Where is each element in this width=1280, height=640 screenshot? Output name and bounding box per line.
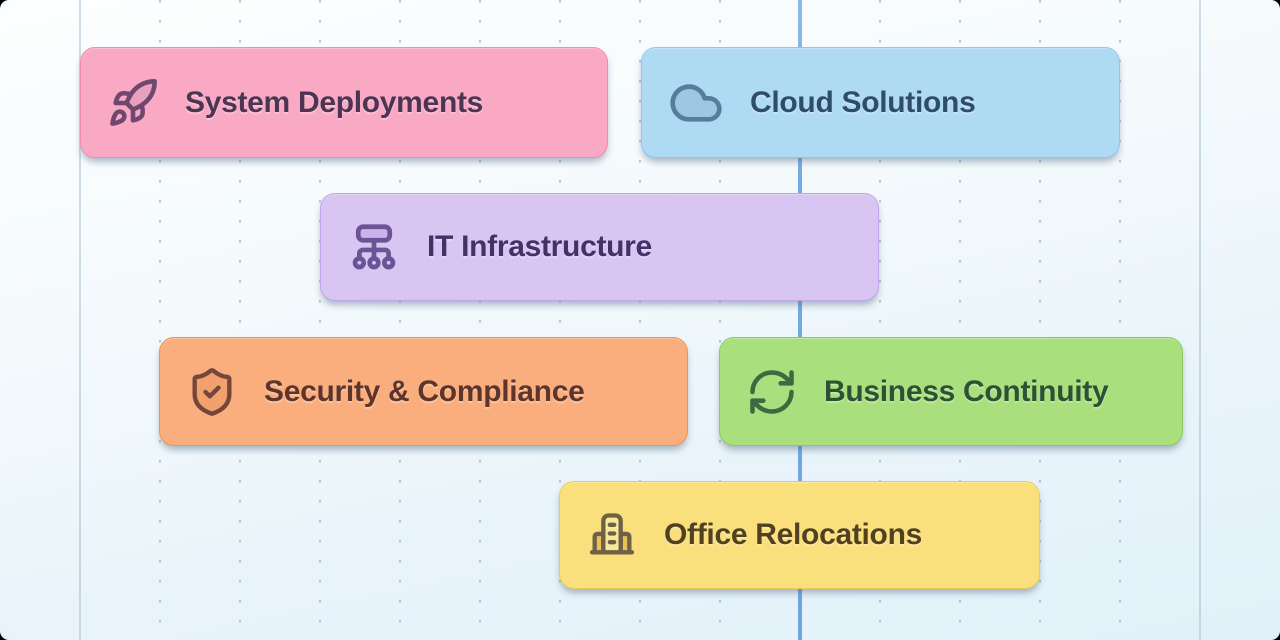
gridline (959, 0, 961, 640)
card-label: Business Continuity (824, 374, 1109, 408)
gridline (479, 0, 481, 640)
gridline (1119, 0, 1121, 640)
card-cloud-solutions[interactable]: Cloud Solutions (641, 47, 1120, 158)
card-it-infrastructure[interactable]: IT Infrastructure (320, 193, 879, 301)
card-office-relocations[interactable]: Office Relocations (559, 481, 1040, 589)
gridline (239, 0, 241, 640)
today-marker-line (798, 0, 802, 640)
rocket-icon (107, 77, 159, 129)
gridline (559, 0, 561, 640)
card-label: Security & Compliance (264, 374, 585, 408)
gridline (399, 0, 401, 640)
gridline (159, 0, 161, 640)
card-label: Office Relocations (664, 518, 922, 551)
card-security-compliance[interactable]: Security & Compliance (159, 337, 688, 446)
card-label: System Deployments (185, 85, 484, 119)
gridline (719, 0, 721, 640)
card-business-continuity[interactable]: Business Continuity (719, 337, 1183, 446)
gridline (1039, 0, 1041, 640)
shield-check-icon (186, 366, 238, 418)
gridline (1199, 0, 1201, 640)
building-icon (586, 509, 638, 561)
card-label: Cloud Solutions (750, 85, 976, 119)
card-label: IT Infrastructure (427, 230, 652, 263)
card-system-deployments[interactable]: System Deployments (80, 47, 608, 158)
gridline (879, 0, 881, 640)
cloud-icon (668, 75, 724, 131)
gridline (319, 0, 321, 640)
gridline (639, 0, 641, 640)
refresh-icon (746, 366, 798, 418)
network-icon (347, 220, 401, 274)
gridline (79, 0, 81, 640)
